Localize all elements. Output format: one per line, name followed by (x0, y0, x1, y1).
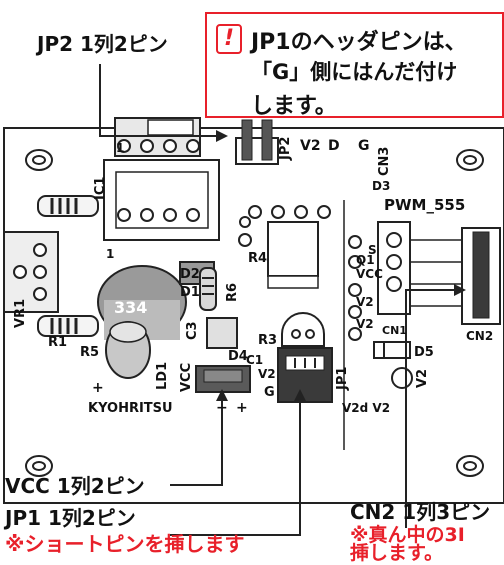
exclamation-icon: ! (216, 24, 242, 54)
label-cn2-note-2: 挿します。 (350, 542, 444, 564)
jp2-header (235, 119, 279, 165)
silk-d1: D1 (180, 285, 200, 300)
led-ld1 (105, 321, 151, 379)
jp1-callout: ! JP1のヘッダピンは、 「G」側にはんだ付け します。 (205, 12, 504, 119)
silk-plus: + (92, 380, 104, 396)
silk-ld1: LD1 (155, 362, 170, 390)
inductor-top (37, 195, 99, 217)
cn2-header (461, 227, 501, 325)
silk-r1: R1 (48, 335, 67, 350)
silk-v2-bottom: V2d V2 (342, 401, 390, 415)
silk-vcc-bottom: VCC (179, 363, 194, 392)
silk-company: KYOHRITSU (88, 401, 173, 416)
label-cn2-note-1: ※真ん中の3I (350, 524, 465, 546)
q1-block (267, 221, 319, 289)
vcc-header (195, 365, 251, 393)
silk-q1: Q1 (356, 253, 375, 267)
silk-plus-2: + (236, 400, 248, 416)
diode-d5 (373, 341, 411, 359)
silk-s: S (368, 243, 377, 257)
silk-v2-low: V2 (356, 317, 374, 331)
callout-line-1: JP1のヘッダピンは、 (251, 30, 467, 55)
silk-jp1: JP1 (335, 367, 350, 391)
silk-r4: R4 (248, 251, 267, 266)
leader-arrowheads (216, 130, 466, 401)
label-cn2: CN2 1列3ピン (350, 500, 491, 524)
q-semiconductor (281, 312, 325, 347)
silk-cn2: CN2 (466, 329, 493, 343)
silk-d-top: D (328, 138, 340, 154)
silk-g-top: G (358, 138, 370, 154)
silk-jp2: JP2 (278, 137, 293, 161)
silk-g-jp: G (264, 385, 275, 400)
silk-minus: − (216, 400, 228, 416)
silk-one: 1 (106, 247, 114, 261)
silk-r5: R5 (80, 345, 99, 360)
mounting-holes (25, 149, 484, 477)
silk-d2: D2 (180, 267, 200, 282)
silk-v2-top: V2 (300, 138, 321, 154)
silk-d4: D4 (228, 349, 248, 364)
silk-v2-right: V2 (415, 369, 430, 388)
callout-line-2: 「G」側にはんだ付け (251, 60, 458, 84)
silk-cn3: CN3 (377, 147, 392, 176)
inductor-bottom (37, 315, 99, 337)
leader-lines (99, 64, 460, 536)
label-jp1-note: ※ショートピンを挿します (5, 532, 245, 556)
silk-r3: R3 (258, 333, 277, 348)
resistor-r6 (199, 267, 217, 311)
silk-d5: D5 (414, 345, 434, 360)
silk-c1: C1 (246, 353, 263, 367)
silk-ic1: IC1 (93, 177, 108, 200)
silk-r6: R6 (225, 283, 240, 302)
silk-d3: D3 (372, 179, 390, 193)
ic1-socket (103, 117, 220, 241)
silk-one-b: 1 (116, 141, 124, 155)
silk-cn1: CN1 (382, 324, 407, 337)
callout-line-3: します。 (251, 94, 337, 119)
silk-pwm: PWM_555 (384, 196, 465, 214)
cn2-pad-column (377, 221, 462, 315)
silk-vcc-side: VCC (356, 267, 383, 281)
silk-v2-jp: V2 (258, 367, 276, 381)
jp1-header (277, 347, 333, 403)
label-jp1: JP1 1列2ピン (5, 506, 136, 530)
silk-cap-value: 334 (114, 298, 147, 317)
silk-vr1: VR1 (13, 299, 28, 328)
label-vcc: VCC 1列2ピン (5, 474, 145, 498)
silk-c3: C3 (185, 321, 200, 340)
silk-v2-mid: V2 (356, 295, 374, 309)
vr1-terminal-block (3, 231, 59, 313)
capacitor-c3 (206, 317, 238, 349)
label-jp2: JP2 1列2ピン (37, 32, 168, 56)
